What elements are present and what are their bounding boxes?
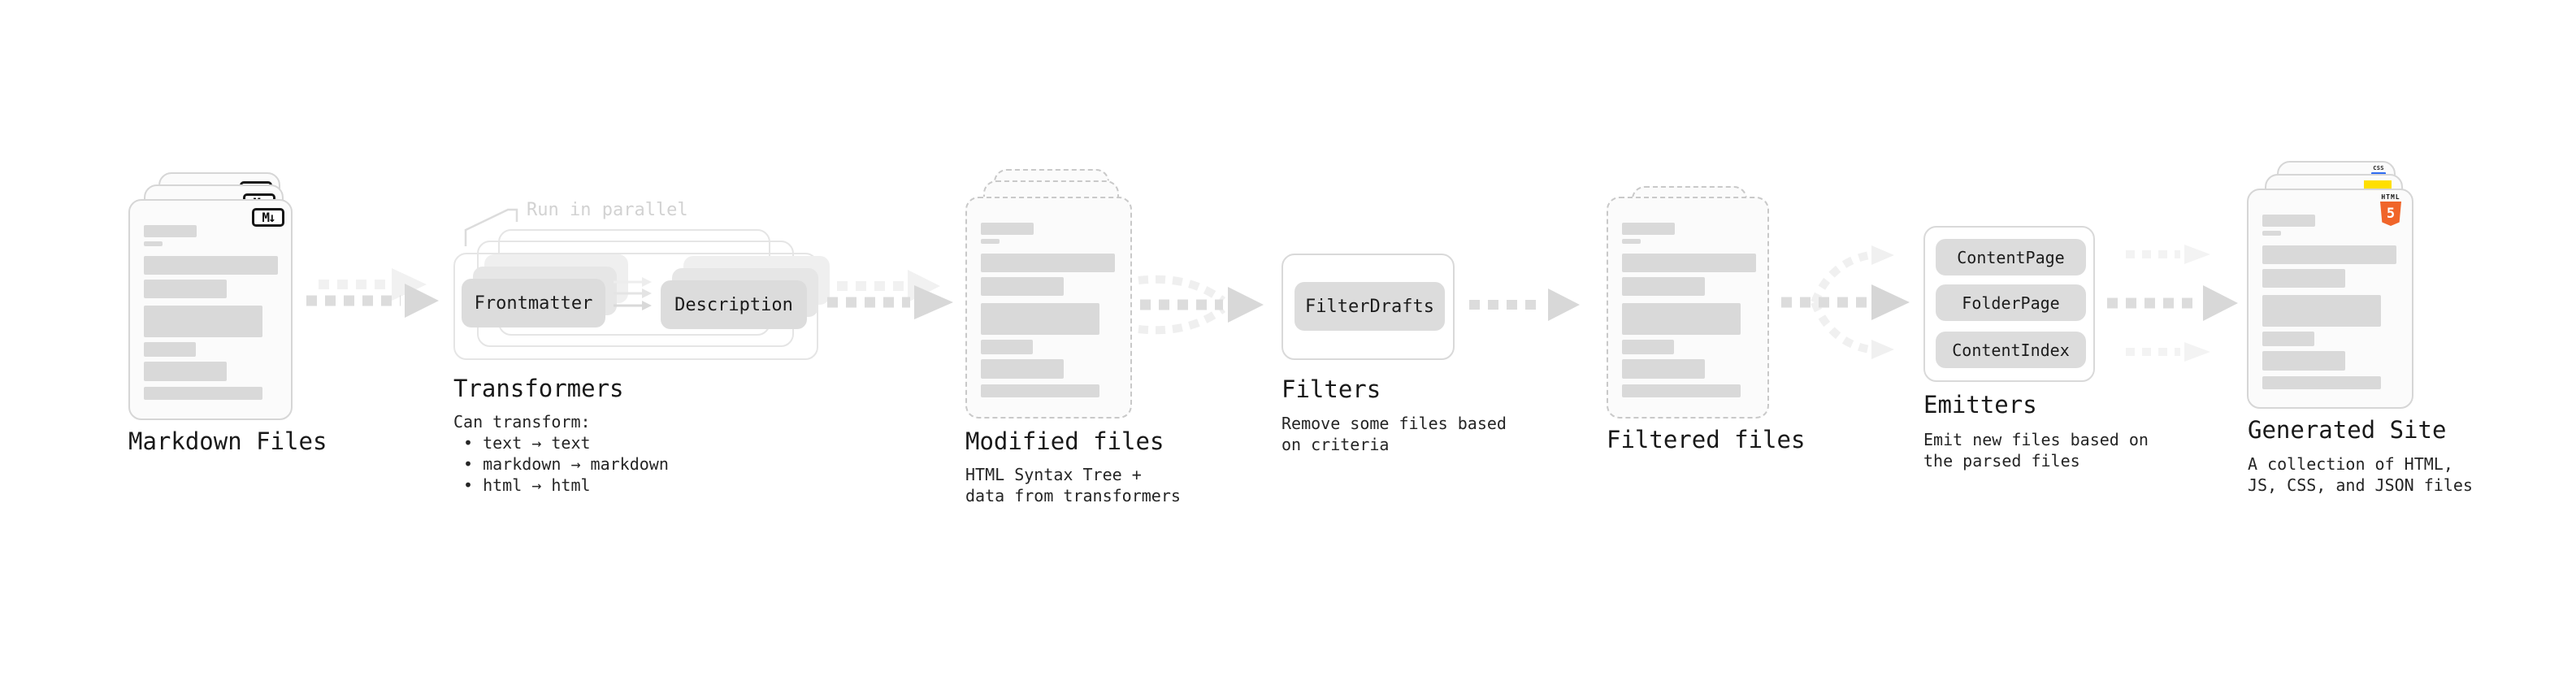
filters-panel: FilterDrafts	[1281, 254, 1455, 360]
transformers-description: Can transform: • text → text • markdown …	[453, 411, 669, 496]
text-line-placeholder	[1622, 340, 1674, 354]
html5-icon: HTML 5	[2379, 194, 2403, 226]
text-line-placeholder	[981, 303, 1099, 335]
text-line-placeholder	[144, 387, 262, 400]
flow-arrow-filters-to-filtered	[1469, 288, 1580, 321]
text-line-placeholder	[1622, 303, 1741, 335]
text-line-placeholder	[1622, 254, 1756, 272]
modified-file-card	[965, 197, 1132, 419]
emitter-node-contentindex: ContentIndex	[1936, 332, 2086, 368]
modified-files-label: Modified files	[965, 427, 1164, 455]
parallel-arrows-icon	[614, 277, 652, 310]
text-line-placeholder	[2262, 332, 2314, 346]
text-line-placeholder	[981, 239, 1000, 244]
run-in-parallel-label: Run in parallel	[527, 200, 688, 220]
modified-files-desc-line: data from transformers	[965, 486, 1181, 505]
filtered-file-card	[1607, 197, 1769, 419]
text-line-placeholder	[144, 342, 196, 357]
emitter-node-folderpage: FolderPage	[1936, 284, 2086, 321]
run-in-parallel-callout	[464, 208, 518, 246]
text-line-placeholder	[144, 362, 227, 381]
emitters-panel: ContentPage FolderPage ContentIndex	[1923, 226, 2095, 382]
text-line-placeholder	[1622, 223, 1675, 235]
flow-arrow-filtered-to-emitters	[1781, 245, 1910, 359]
text-line-placeholder	[144, 306, 262, 337]
site-file-card: HTML 5	[2247, 189, 2413, 409]
text-line-placeholder	[1622, 384, 1741, 397]
text-line-placeholder	[2262, 231, 2281, 236]
text-line-placeholder	[981, 277, 1064, 296]
emitter-node-contentpage: ContentPage	[1936, 239, 2086, 275]
text-line-placeholder	[981, 254, 1115, 272]
emitters-description: Emit new files based on the parsed files	[1923, 429, 2149, 471]
flow-arrows-emitters-to-site	[2107, 245, 2238, 362]
text-line-placeholder	[1622, 239, 1641, 244]
generated-site-label: Generated Site	[2248, 416, 2447, 444]
flow-arrow-modified-to-filters	[1138, 275, 1264, 335]
text-line-placeholder	[981, 384, 1099, 397]
text-line-placeholder	[1622, 277, 1705, 296]
text-line-placeholder	[2262, 376, 2381, 389]
text-line-placeholder	[981, 223, 1034, 235]
transformers-bullet: • html → html	[463, 475, 591, 495]
frontmatter-node: Frontmatter	[462, 279, 605, 327]
text-line-placeholder	[2262, 351, 2345, 371]
text-line-placeholder	[144, 256, 278, 275]
transformers-label: Transformers	[453, 375, 624, 402]
emitters-label: Emitters	[1923, 391, 2037, 419]
description-node: Description	[661, 280, 807, 329]
text-line-placeholder	[981, 340, 1033, 354]
markdown-file-card: M↓	[128, 199, 293, 420]
html5-shield: 5	[2380, 202, 2401, 226]
generated-site-desc-line: JS, CSS, and JSON files	[2248, 475, 2473, 495]
transformers-bullet: • text → text	[463, 433, 591, 453]
emitters-desc-line: Emit new files based on	[1923, 430, 2149, 449]
generated-site-description: A collection of HTML, JS, CSS, and JSON …	[2248, 453, 2473, 496]
filters-label: Filters	[1281, 375, 1381, 403]
transformers-bullet: • markdown → markdown	[463, 454, 669, 474]
markdown-icon: M↓	[252, 208, 284, 227]
text-line-placeholder	[2262, 295, 2381, 327]
filtered-files-label: Filtered files	[1607, 426, 1806, 453]
filters-desc-line: on criteria	[1281, 435, 1390, 454]
text-line-placeholder	[144, 241, 163, 246]
text-line-placeholder	[2262, 215, 2315, 227]
filters-desc-line: Remove some files based	[1281, 414, 1507, 433]
text-line-placeholder	[2262, 269, 2345, 288]
modified-files-description: HTML Syntax Tree + data from transformer…	[965, 464, 1181, 506]
modified-files-desc-line: HTML Syntax Tree +	[965, 465, 1142, 484]
generated-site-desc-line: A collection of HTML,	[2248, 454, 2453, 474]
flow-arrow-markdown-to-transformers	[306, 268, 439, 318]
text-line-placeholder	[144, 225, 197, 237]
flow-arrow-transformers-to-modified	[827, 270, 953, 319]
text-line-placeholder	[1622, 359, 1705, 379]
text-line-placeholder	[2262, 245, 2396, 264]
text-line-placeholder	[144, 280, 227, 298]
markdown-files-label: Markdown Files	[128, 427, 327, 455]
filters-description: Remove some files based on criteria	[1281, 413, 1507, 455]
filterdrafts-node: FilterDrafts	[1295, 282, 1445, 331]
transformers-desc-title: Can transform:	[453, 412, 591, 432]
emitters-desc-line: the parsed files	[1923, 451, 2080, 471]
text-line-placeholder	[981, 359, 1064, 379]
